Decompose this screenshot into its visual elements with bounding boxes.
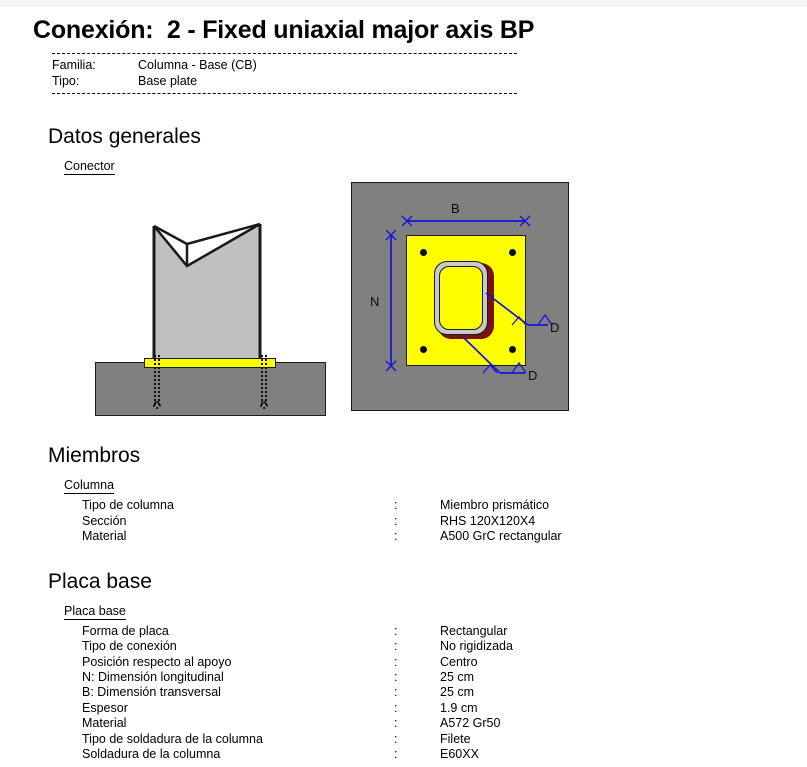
dimension-label-b: B <box>451 201 460 217</box>
property-separator: : <box>394 685 398 700</box>
property-value: No rigidizada <box>440 639 513 654</box>
subheading-placa-base: Placa base <box>64 603 126 620</box>
plan-bolt-hole-tr <box>509 249 516 257</box>
anchor-bolt-hook <box>153 401 161 410</box>
table-row: Forma de placa : Rectangular <box>0 624 513 639</box>
table-row: Tipo de conexión : No rigidizada <box>0 639 513 654</box>
property-value: 1.9 cm <box>440 700 478 715</box>
header-value-tipo: Base plate <box>138 74 198 88</box>
table-row: Soldadura de la columna : E60XX <box>0 747 513 762</box>
section-heading-datos-generales: Datos generales <box>48 125 201 148</box>
property-separator: : <box>394 747 398 762</box>
header-rule-top <box>52 53 517 54</box>
header-label-familia: Familia: <box>52 58 96 72</box>
window-top-strip <box>0 0 807 6</box>
column-shape <box>152 222 262 363</box>
header-row-tipo: Tipo: Base plate <box>52 73 517 89</box>
property-separator: : <box>394 731 398 746</box>
property-label: Sección <box>82 513 127 528</box>
property-label: Tipo de columna <box>82 498 174 513</box>
section-heading-placa-base: Placa base <box>48 569 152 593</box>
property-value: 25 cm <box>440 685 475 700</box>
property-value: A500 GrC rectangular <box>440 529 562 544</box>
property-label: Posición respecto al apoyo <box>82 654 232 669</box>
property-value: A572 Gr50 <box>440 716 501 731</box>
anchor-bolt-right <box>260 355 268 411</box>
property-label: Material <box>82 716 127 731</box>
anchor-bolt-left <box>153 355 161 411</box>
property-separator: : <box>394 498 398 513</box>
plan-bolt-hole-br <box>509 346 516 354</box>
property-label: Material <box>82 529 127 544</box>
dimension-label-n: N <box>370 294 380 310</box>
table-row: N: Dimensión longitudinal : 25 cm <box>0 670 513 685</box>
table-placa-base: Forma de placa : Rectangular Tipo de con… <box>0 624 513 763</box>
property-separator: : <box>394 654 398 669</box>
concrete-footing-shape <box>95 362 326 417</box>
table-row: Tipo de columna : Miembro prismático <box>0 498 562 513</box>
property-label: Espesor <box>82 700 128 715</box>
table-row: Sección : RHS 120X120X4 <box>0 514 562 529</box>
table-row: Espesor : 1.9 cm <box>0 701 513 716</box>
property-separator: : <box>394 700 398 715</box>
property-value: 25 cm <box>440 670 475 684</box>
report-page: Conexión: 2 - Fixed uniaxial major axis … <box>0 6 807 762</box>
anchor-bolt-shank <box>261 355 267 406</box>
subheading-columna: Columna <box>64 478 115 495</box>
table-row: Material : A572 Gr50 <box>0 716 513 731</box>
section-heading-miembros: Miembros <box>48 444 141 468</box>
header-label-tipo: Tipo: <box>52 74 80 88</box>
property-separator: : <box>394 670 398 684</box>
property-value: Centro <box>440 654 478 669</box>
table-miembros-columna: Tipo de columna : Miembro prismático Sec… <box>0 498 562 544</box>
page-title: Conexión: 2 - Fixed uniaxial major axis … <box>33 16 535 44</box>
property-value: Miembro prismático <box>440 498 550 513</box>
weld-label-d-bottom: D <box>528 368 538 384</box>
property-label: Tipo de soldadura de la columna <box>82 731 263 746</box>
property-separator: : <box>394 623 398 638</box>
property-value: E60XX <box>440 747 479 762</box>
figure-elevation-view <box>85 198 335 417</box>
property-value: Rectangular <box>440 623 508 638</box>
property-separator: : <box>394 639 398 654</box>
property-label: Tipo de conexión <box>82 639 177 654</box>
table-row: Tipo de soldadura de la columna : Filete <box>0 732 513 747</box>
header-meta-rows: Familia: Columna - Base (CB) Tipo: Base … <box>52 54 517 93</box>
property-separator: : <box>394 716 398 731</box>
weld-label-d-right: D <box>550 320 560 336</box>
subheading-conector: Conector <box>64 159 115 176</box>
figures-row: B N D D <box>0 181 807 421</box>
figure-plan-view: B N D D <box>351 182 569 412</box>
property-separator: : <box>394 513 398 528</box>
table-row: Material : A500 GrC rectangular <box>0 529 562 544</box>
plan-dimension-annotations <box>385 215 553 375</box>
property-label: Forma de placa <box>82 623 169 638</box>
plan-column-tube-inner <box>439 266 483 331</box>
property-label: B: Dimensión transversal <box>82 685 221 700</box>
header-meta-block: Familia: Columna - Base (CB) Tipo: Base … <box>52 53 517 94</box>
header-value-familia: Columna - Base (CB) <box>138 58 257 72</box>
plan-bolt-hole-tl <box>420 249 427 257</box>
header-row-familia: Familia: Columna - Base (CB) <box>52 57 517 73</box>
property-label: Soldadura de la columna <box>82 747 221 762</box>
table-row: Posición respecto al apoyo : Centro <box>0 655 513 670</box>
table-row: B: Dimensión transversal : 25 cm <box>0 685 513 700</box>
property-value: Filete <box>440 731 471 746</box>
property-separator: : <box>394 529 398 544</box>
plan-bolt-hole-bl <box>420 346 427 354</box>
property-label: N: Dimensión longitudinal <box>82 670 224 684</box>
anchor-bolt-shank <box>154 355 160 406</box>
property-value: RHS 120X120X4 <box>440 513 536 528</box>
header-rule-bottom <box>52 93 517 94</box>
anchor-bolt-hook <box>260 401 268 410</box>
base-plate-shape <box>144 358 276 369</box>
